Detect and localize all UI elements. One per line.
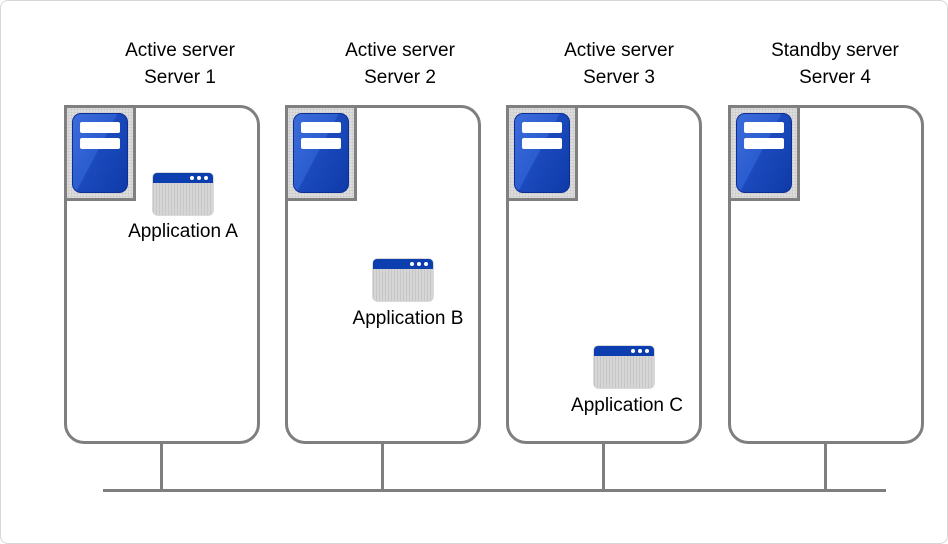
server-3-name-label: Server 3 xyxy=(583,67,655,88)
window-buttons-icon xyxy=(631,349,649,353)
network-bus-line xyxy=(103,489,886,492)
application-c-label: Application C xyxy=(571,395,683,416)
server-3-caption: Active server Server 3 xyxy=(519,37,719,91)
server-1-network-connector-line xyxy=(160,442,163,490)
app-window-icon xyxy=(153,173,213,215)
server-3-role-label: Active server xyxy=(564,40,674,61)
server-drive-bay xyxy=(522,122,562,133)
server-2-icon-plate xyxy=(285,105,357,201)
app-window-titlebar xyxy=(594,346,654,356)
server-1-icon-plate xyxy=(64,105,136,201)
application-a-label: Application A xyxy=(128,221,238,242)
window-buttons-icon xyxy=(190,176,208,180)
app-window-titlebar xyxy=(153,173,213,183)
server-2-network-connector-line xyxy=(381,442,384,490)
server-drive-bay xyxy=(80,122,120,133)
window-buttons-icon xyxy=(410,262,428,266)
server-drive-bay xyxy=(80,138,120,149)
server-2-name-label: Server 2 xyxy=(364,67,436,88)
server-3-icon-plate xyxy=(506,105,578,201)
app-window-body xyxy=(153,183,213,215)
server-drive-bay xyxy=(744,138,784,149)
server-4-icon-plate xyxy=(728,105,800,201)
server-4-network-connector-line xyxy=(824,442,827,490)
server-4-caption: Standby server Server 4 xyxy=(735,37,935,91)
application-b-label: Application B xyxy=(352,308,464,329)
tower-server-icon xyxy=(293,113,349,193)
server-2-role-label: Active server xyxy=(345,40,455,61)
server-3-network-connector-line xyxy=(602,442,605,490)
server-1-caption: Active server Server 1 xyxy=(80,37,280,91)
server-1-role-label: Active server xyxy=(125,40,235,61)
tower-server-icon xyxy=(736,113,792,193)
server-2-caption: Active server Server 2 xyxy=(300,37,500,91)
server-4-name-label: Server 4 xyxy=(799,67,871,88)
server-1-name-label: Server 1 xyxy=(144,67,216,88)
server-drive-bay xyxy=(744,122,784,133)
server-drive-bay xyxy=(522,138,562,149)
app-window-body xyxy=(373,269,433,301)
app-window-titlebar xyxy=(373,259,433,269)
server-drive-bay xyxy=(301,138,341,149)
app-window-body xyxy=(594,356,654,388)
tower-server-icon xyxy=(72,113,128,193)
server-4-role-label: Standby server xyxy=(771,40,899,61)
app-window-icon xyxy=(373,259,433,301)
server-drive-bay xyxy=(301,122,341,133)
app-window-icon xyxy=(594,346,654,388)
tower-server-icon xyxy=(514,113,570,193)
